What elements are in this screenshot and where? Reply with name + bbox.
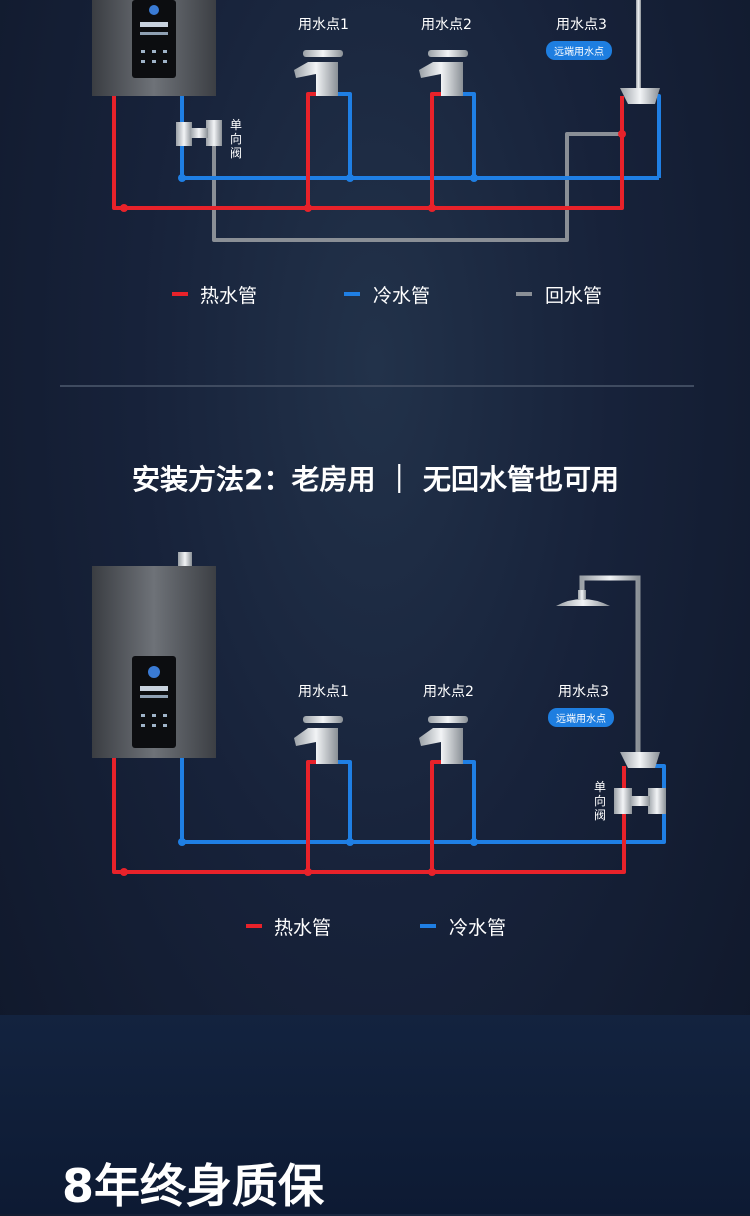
faucet-4-icon bbox=[419, 716, 468, 764]
check-valve-label: 单向阀 bbox=[230, 118, 243, 160]
legend-cold-label-2: 冷水管 bbox=[449, 917, 507, 939]
section-title: 安装方法2：老房用 ｜ 无回水管也可用 bbox=[132, 463, 619, 496]
check-valve-label-2: 单向阀 bbox=[594, 780, 607, 822]
legend-hot-swatch-2 bbox=[246, 924, 262, 928]
legend-cold-swatch-2 bbox=[420, 924, 436, 928]
point3-label-2: 用水点3 bbox=[558, 684, 609, 700]
legend-return-label: 回水管 bbox=[545, 285, 603, 307]
faucet-1-icon bbox=[294, 50, 343, 96]
diagram1-joints bbox=[120, 130, 626, 212]
return-pipe bbox=[212, 128, 622, 242]
point1-label-2: 用水点1 bbox=[298, 684, 349, 700]
legend-cold-swatch bbox=[344, 292, 360, 296]
check-valve-2-icon bbox=[614, 788, 666, 814]
water-heater-1 bbox=[92, 0, 216, 96]
remote-point-badge: 远端用水点 bbox=[546, 41, 612, 60]
remote-point-badge-2: 远端用水点 bbox=[548, 708, 614, 727]
hot-pipe-main bbox=[112, 96, 624, 210]
faucet-3-icon bbox=[294, 716, 343, 764]
cold-pipe-main bbox=[180, 96, 659, 180]
cold-pipe-main-2 bbox=[180, 758, 666, 844]
legend-hot-label-2: 热水管 bbox=[274, 917, 332, 939]
check-valve-1-icon bbox=[176, 120, 222, 146]
shower-1-icon bbox=[620, 0, 660, 104]
legend-return-swatch bbox=[516, 292, 532, 296]
legend-cold-label: 冷水管 bbox=[373, 285, 431, 307]
faucet-2-icon bbox=[419, 50, 468, 96]
diagram2-joints bbox=[120, 838, 478, 876]
warranty-band bbox=[0, 1015, 750, 1214]
point1-label: 用水点1 bbox=[298, 17, 349, 33]
legend-hot-swatch bbox=[172, 292, 188, 296]
shower-2-icon bbox=[556, 575, 660, 768]
warranty-title: 8年终身质保 bbox=[62, 1159, 325, 1213]
diagram1-pipes bbox=[112, 92, 661, 242]
point3-label: 用水点3 bbox=[556, 17, 607, 33]
legend-hot-label: 热水管 bbox=[200, 285, 258, 307]
section-divider bbox=[60, 385, 694, 387]
diagram2-pipes bbox=[112, 758, 666, 874]
water-heater-2 bbox=[92, 552, 216, 758]
point2-label: 用水点2 bbox=[421, 17, 472, 33]
point2-label-2: 用水点2 bbox=[423, 684, 474, 700]
hot-pipe-main-2 bbox=[112, 758, 626, 874]
